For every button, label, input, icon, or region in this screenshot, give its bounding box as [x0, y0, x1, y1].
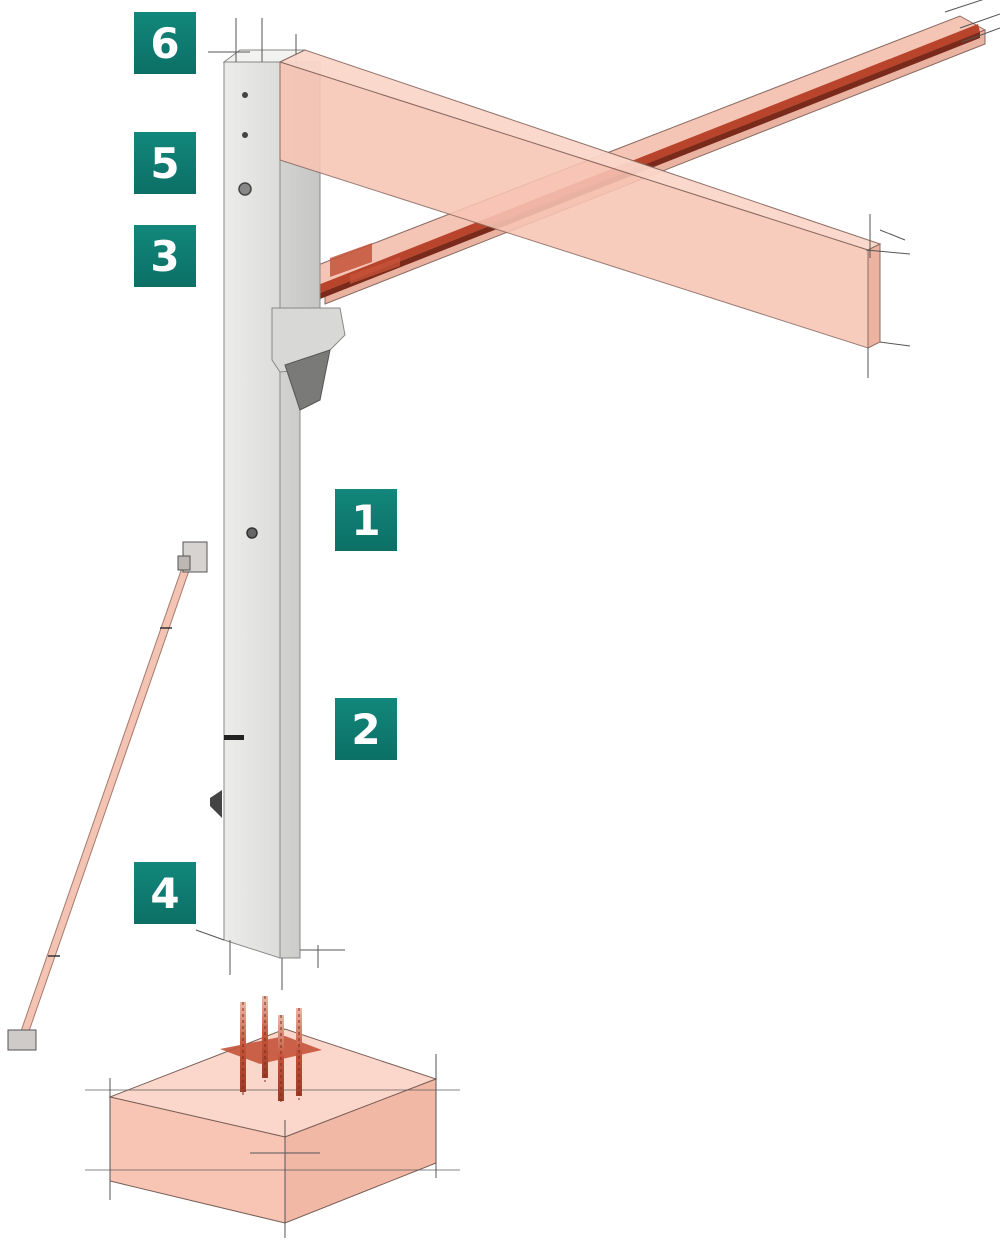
marker-4: 4	[134, 862, 196, 924]
anchor-bars	[240, 996, 302, 1104]
bracing-strut	[7, 541, 208, 1051]
marker-5: 5	[134, 132, 196, 194]
foundation-block	[85, 1028, 460, 1238]
marker-2: 2	[335, 698, 397, 760]
marker-6: 6	[134, 12, 196, 74]
marker-1: 1	[335, 489, 397, 551]
precast-column	[195, 18, 346, 990]
marker-3: 3	[134, 225, 196, 287]
roof-beam	[278, 49, 911, 378]
